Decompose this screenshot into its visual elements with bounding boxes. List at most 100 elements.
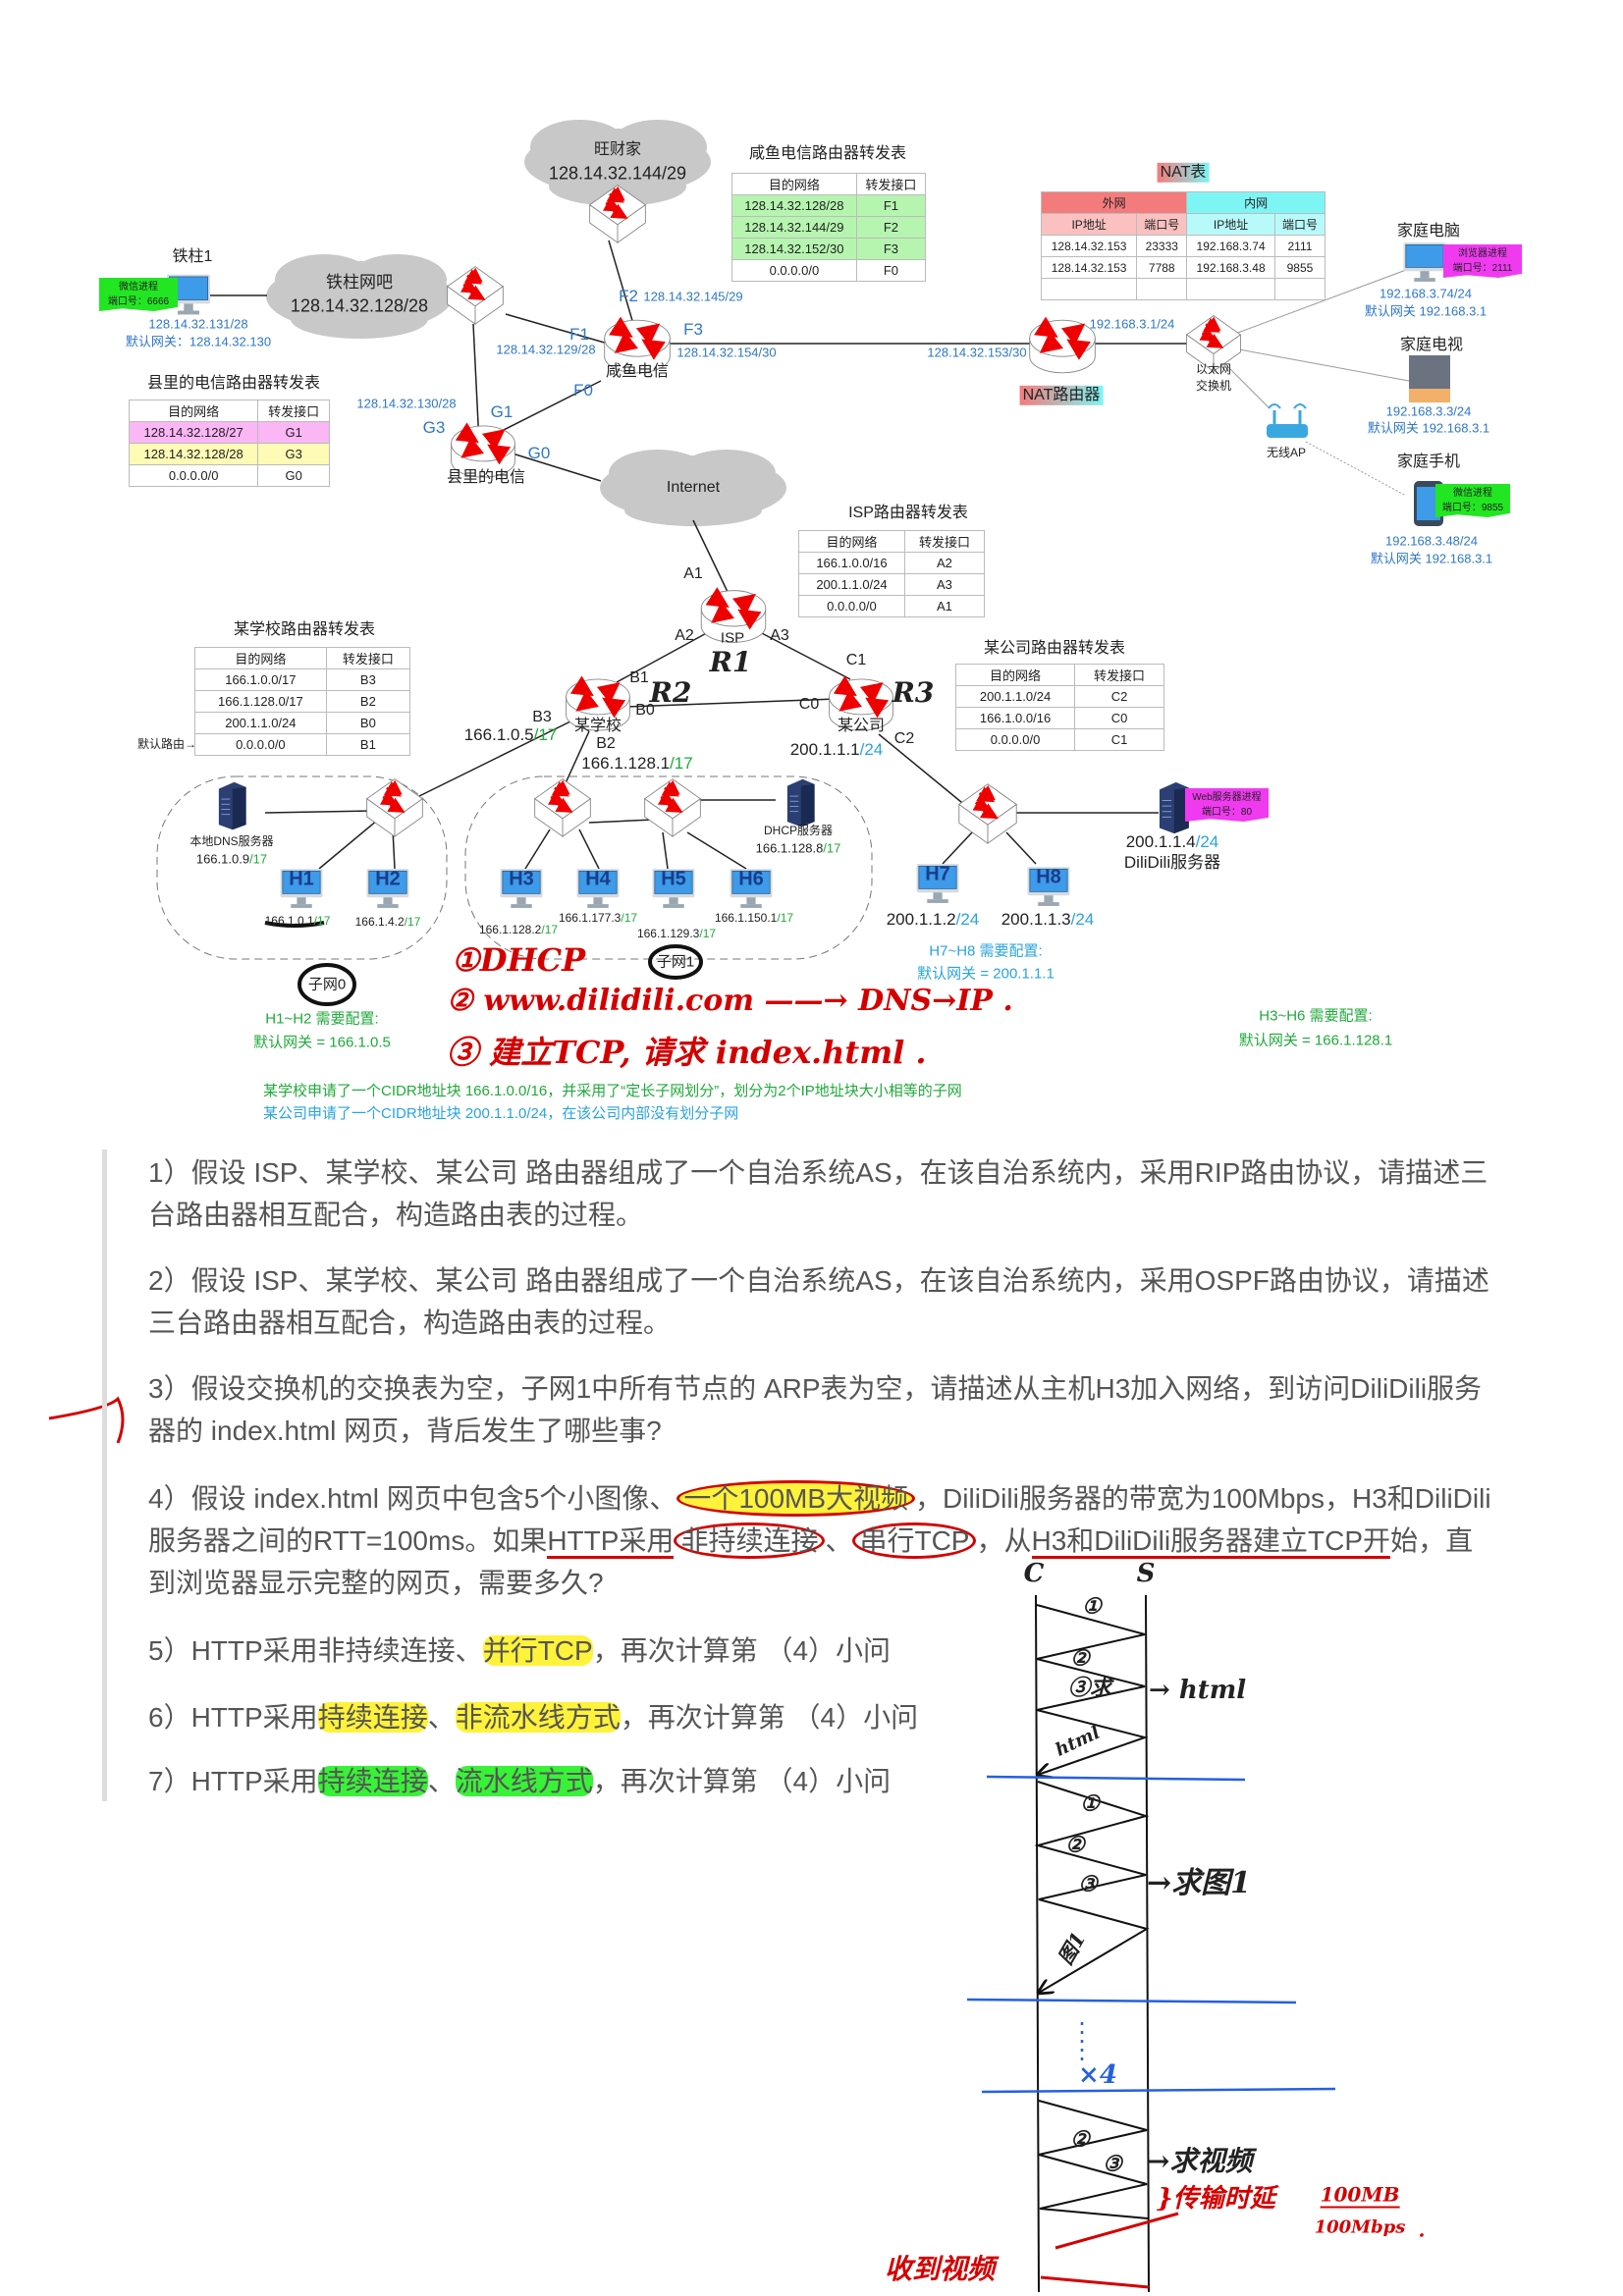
question-1: 1）假设 ISP、某学校、某公司 路由器组成了一个自治系统AS，在该自治系统内，…	[148, 1157, 1488, 1230]
port-b0: B0	[635, 701, 655, 719]
home-tv-name: 家庭电视	[1399, 336, 1464, 353]
tag-port: 端口号：9855	[1441, 503, 1504, 513]
ip: 166.1.177.3	[558, 911, 622, 926]
forward-interface: B2	[325, 690, 411, 713]
column-header: 转发接口	[903, 530, 986, 553]
h1-h2-config-title: H1~H2 需要配置:	[265, 1010, 379, 1028]
ip: 200.1.1.1	[789, 740, 860, 760]
port-c2: C2	[893, 729, 915, 747]
cell: 9855	[1273, 256, 1326, 279]
dhcp-server-ip: 166.1.128.8/17	[756, 840, 841, 857]
port-f3-ip: 128.14.32.154/30	[676, 345, 777, 360]
annotation-step2: ② www.dilidili.com ——→ DNS→IP .	[447, 984, 1013, 1018]
web-server-name: DiliDili服务器	[1123, 853, 1221, 873]
q4-video-highlight: 一个100MB大视频	[676, 1480, 916, 1517]
timing-transmission-delay: }传输时延	[1157, 2184, 1275, 2214]
q6-text: ，再次计算第 （4）小问	[620, 1702, 919, 1733]
question-6: 6）HTTP采用持续连接、非流水线方式，再次计算第 （4）小问	[148, 1696, 1493, 1738]
tv-icon	[1409, 355, 1450, 402]
destination-network: 0.0.0.0/0	[798, 595, 905, 617]
mask: /24	[955, 910, 980, 930]
column-header: 转发接口	[257, 400, 330, 422]
cell	[1040, 278, 1138, 300]
cell	[1136, 278, 1188, 300]
home-tv-ip: 192.168.3.3/24	[1385, 403, 1472, 419]
port-b2-ip: 166.1.128.1/17	[581, 754, 692, 774]
port-a1: A1	[683, 564, 703, 582]
cell	[1186, 278, 1275, 300]
destination-network: 128.14.32.152/30	[731, 238, 857, 260]
ip: 166.1.0.9	[195, 851, 250, 867]
q4-text: HTTP采用	[547, 1525, 675, 1559]
h3-h6-config-gateway: 默认网关 = 166.1.128.1	[1238, 1032, 1393, 1049]
mask: /24	[859, 740, 884, 760]
timing-video-received: 收到视频	[884, 2252, 996, 2285]
mask: /17	[533, 725, 558, 745]
q5-text: ，再次计算第 （4）小问	[592, 1635, 892, 1666]
nat-header: 端口号	[1273, 213, 1326, 236]
port-f2-ip: 128.14.32.145/29	[643, 289, 743, 304]
destination-network: 166.1.128.0/17	[194, 690, 327, 713]
q4-nonpersistent: 非持续连接	[674, 1522, 826, 1559]
cell: 192.168.3.74	[1186, 235, 1275, 257]
eth-switch-label-2: 交换机	[1195, 379, 1232, 394]
port-g3-ip: 128.14.32.130/28	[356, 396, 457, 411]
q4-text: 、	[825, 1525, 853, 1556]
q3-arrow-mark	[48, 1396, 125, 1444]
forward-interface: A1	[903, 595, 986, 617]
wangcaijia-name: 旺财家	[593, 140, 642, 158]
tag-process: 浏览器进程	[1458, 248, 1507, 259]
q4-serial-tcp: 串行TCP	[852, 1522, 977, 1559]
mask: /17	[699, 927, 717, 941]
port-f1-ip: 128.14.32.129/28	[496, 342, 596, 357]
forward-interface: C1	[1074, 728, 1164, 751]
column-header: 目的网络	[731, 173, 857, 195]
port-b1: B1	[629, 668, 649, 686]
forward-interface: B3	[325, 668, 411, 691]
tag-process: 微信进程	[119, 282, 158, 293]
web-process-tag: Web服务器进程端口号：80	[1185, 788, 1269, 822]
q6-text: 、	[427, 1702, 456, 1733]
tiezhu1-process-tag: 微信进程端口号：6666	[99, 278, 178, 311]
question-7: 7）HTTP采用持续连接、流水线方式，再次计算第 （4）小问	[148, 1760, 1493, 1802]
q4-text: ，DiliDili服务器的带宽为100Mbps，H3和DiliDili服务器之间…	[148, 1483, 1491, 1556]
subnet-circles	[298, 944, 703, 1006]
nat-router-label: NAT路由器	[1019, 385, 1104, 406]
tiezhu1-ip: 128.14.32.131/28	[148, 316, 248, 332]
mask: /17	[823, 840, 841, 856]
port-c1: C1	[845, 651, 867, 668]
forward-interface: B0	[325, 712, 411, 734]
forward-interface: B1	[325, 733, 411, 756]
destination-network: 166.1.0.0/16	[954, 707, 1076, 729]
wireless-ap-icon	[1267, 403, 1308, 438]
q7-text: 、	[427, 1766, 456, 1796]
dhcp-server-label: DHCP服务器	[763, 824, 834, 838]
port-b3: B3	[532, 708, 552, 725]
port-f0: F0	[573, 381, 593, 400]
nat-group-wan: 外网	[1040, 191, 1188, 214]
port-b2: B2	[596, 734, 616, 752]
subnet0-boundary	[156, 775, 448, 960]
destination-network: 0.0.0.0/0	[194, 733, 327, 756]
mask: /24	[1070, 910, 1095, 930]
timing-separators	[966, 1775, 1336, 2094]
mask: /17	[621, 911, 638, 926]
host-h6-label: H6	[738, 868, 764, 890]
column-header: 转发接口	[325, 647, 411, 669]
column-header: 目的网络	[954, 664, 1076, 686]
host-h7-ip: 200.1.1.2/24	[887, 910, 980, 930]
port-f3: F3	[683, 320, 703, 340]
table-header-row: 目的网络转发接口	[128, 400, 330, 422]
dns-server-icon	[218, 781, 247, 830]
switch-subnet0-icon	[367, 779, 423, 837]
nat-group-lan: 内网	[1186, 191, 1325, 214]
destination-network: 200.1.1.0/24	[954, 685, 1076, 708]
q7-text: ，再次计算第 （4）小问	[592, 1766, 892, 1796]
